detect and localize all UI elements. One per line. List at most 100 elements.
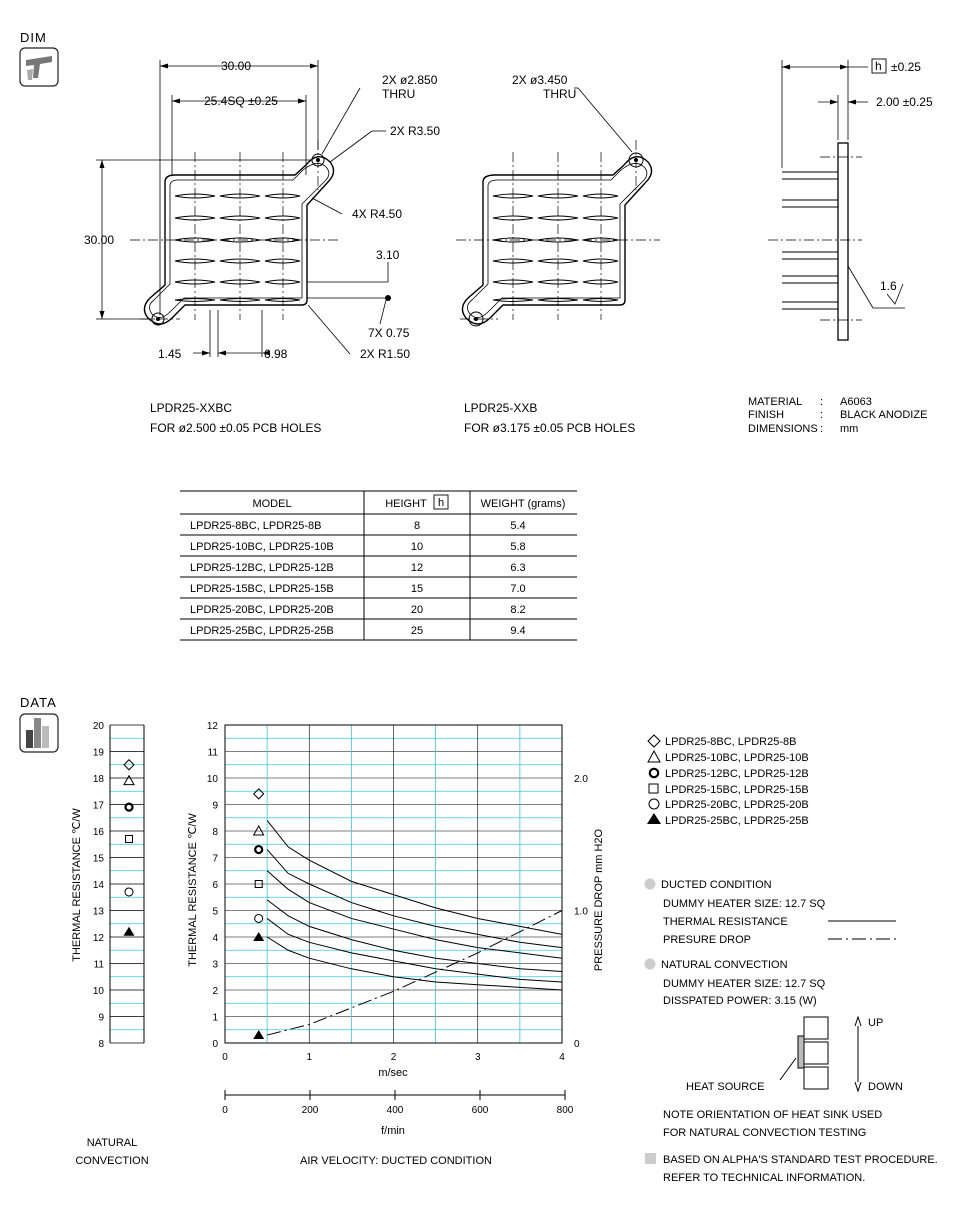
nc-tick-label: 19 xyxy=(93,748,105,759)
dc-y2-tick-label: 0 xyxy=(574,1039,580,1050)
table-cell-weight: 7.0 xyxy=(510,583,525,595)
dc-series-line xyxy=(266,918,563,983)
natural-heater: DUMMY HEATER SIZE: 12.7 SQ xyxy=(663,978,826,990)
circle-marker xyxy=(254,913,264,923)
dim-section: DIM xyxy=(19,30,59,87)
nc-markers xyxy=(123,759,135,936)
hole-note-label: 2X ø2.850 xyxy=(382,73,438,87)
bullet-square-icon xyxy=(645,1153,656,1164)
finish-sep: : xyxy=(820,409,823,421)
triangle-marker xyxy=(123,774,135,786)
dc-y-tick-label: 2 xyxy=(212,986,218,997)
filled-triangle-marker xyxy=(253,1030,265,1040)
legend-item: LPDR25-15BC, LPDR25-15B xyxy=(648,783,809,796)
nc-caption-2: CONVECTION xyxy=(75,1155,148,1167)
dc-grid xyxy=(225,724,562,1044)
dc-series-line xyxy=(266,849,563,949)
table-cell-height: 20 xyxy=(411,604,423,616)
table-cell-model: LPDR25-12BC, LPDR25-12B xyxy=(190,562,334,574)
data-section: DATA xyxy=(19,695,59,753)
part-label-xxb: LPDR25-XXB xyxy=(464,401,537,415)
part-label-xxbc: LPDR25-XXBC xyxy=(150,401,232,415)
diamond-marker xyxy=(252,788,265,800)
dc-x2-tick-label: 0 xyxy=(222,1105,228,1116)
table-cell-height: 8 xyxy=(414,520,420,532)
side-view xyxy=(768,58,905,341)
bold-circle-marker xyxy=(254,844,264,855)
drawing-xxb-labels: 2X ø3.450 THRU LPDR25-XXB FOR ø3.175 ±0.… xyxy=(464,73,635,435)
dissipated-power: DISSPATED POWER: 3.15 (W) xyxy=(663,995,817,1007)
dc-series-line xyxy=(266,820,563,935)
drawing-xxbc xyxy=(96,60,391,357)
dc-series-line xyxy=(266,899,563,972)
orientation-note-1: NOTE ORIENTATION OF HEAT SINK USED xyxy=(663,1109,882,1121)
dc-x-axis-label: m/sec xyxy=(378,1067,408,1079)
hole-thru-label-2: THRU xyxy=(543,87,576,101)
dc-x-tick-label: 2 xyxy=(391,1052,397,1063)
d145-label: 1.45 xyxy=(158,347,182,361)
legend-label: LPDR25-15BC, LPDR25-15B xyxy=(665,784,809,796)
nc-tick-label: 15 xyxy=(93,854,105,865)
square-marker xyxy=(125,834,133,843)
legend-label: LPDR25-10BC, LPDR25-10B xyxy=(665,752,809,764)
legend-item: LPDR25-12BC, LPDR25-12B xyxy=(648,767,809,780)
up-label: UP xyxy=(868,1017,883,1029)
dc-x2-tick-label: 800 xyxy=(557,1105,574,1116)
square-marker xyxy=(254,880,263,888)
table-cell-weight: 8.2 xyxy=(510,604,525,616)
bullet-dot-icon xyxy=(644,878,656,890)
nc-caption-1: NATURAL xyxy=(87,1137,138,1149)
heat-source-label: HEAT SOURCE xyxy=(686,1081,764,1093)
d698-label: 6.98 xyxy=(264,347,288,361)
material-sep: : xyxy=(820,396,823,408)
square-marker-icon xyxy=(648,783,659,794)
ducted-title: DUCTED CONDITION xyxy=(661,879,772,891)
drawing-xxb xyxy=(456,87,660,327)
dc-y-tick-label: 12 xyxy=(207,721,219,732)
h-box-label: h xyxy=(875,59,882,73)
caliper-icon xyxy=(19,47,59,87)
nc-tick-label: 10 xyxy=(93,986,105,997)
standard-note-2: REFER TO TECHNICAL INFORMATION. xyxy=(663,1172,865,1184)
circle-marker xyxy=(124,887,134,897)
standard-note-1: BASED ON ALPHA'S STANDARD TEST PROCEDURE… xyxy=(663,1154,938,1166)
table-header-weight: WEIGHT (grams) xyxy=(481,498,566,510)
hole-thru-label: THRU xyxy=(382,87,415,101)
dc-caption: AIR VELOCITY: DUCTED CONDITION xyxy=(300,1155,492,1167)
d310-label: 3.10 xyxy=(376,248,400,262)
r450-label: 4X R4.50 xyxy=(352,207,402,221)
nc-tick-label: 11 xyxy=(94,960,105,971)
down-label: DOWN xyxy=(868,1081,903,1093)
legend-label: LPDR25-12BC, LPDR25-12B xyxy=(665,768,809,780)
dc-y-tick-label: 3 xyxy=(212,960,218,971)
table-cell-model: LPDR25-8BC, LPDR25-8B xyxy=(190,520,321,532)
dc-x-tick-label: 3 xyxy=(475,1052,481,1063)
orientation-diagram xyxy=(779,1015,862,1093)
dc-x-tick-label: 1 xyxy=(306,1052,312,1063)
circle-marker-icon xyxy=(648,798,660,810)
dc-y-tick-label: 8 xyxy=(212,827,218,838)
table-cell-height: 12 xyxy=(411,562,423,574)
bold-circle-marker xyxy=(124,802,134,812)
triangle-marker xyxy=(252,824,265,836)
dc-series xyxy=(252,788,563,1040)
diamond-marker xyxy=(123,759,135,771)
dc-y-tick-label: 9 xyxy=(212,801,218,812)
dc-y-tick-label: 11 xyxy=(208,748,219,759)
dc-y2-tick-label: 1.0 xyxy=(574,907,588,918)
legend-item: LPDR25-20BC, LPDR25-20B xyxy=(648,798,809,811)
table-cell-weight: 5.4 xyxy=(510,520,525,532)
nc-tick-label: 16 xyxy=(93,827,105,838)
bar-chart-icon xyxy=(19,713,59,753)
dim-height-label: 30.00 xyxy=(84,233,114,247)
nc-tick-label: 14 xyxy=(93,880,105,891)
diamond-marker-icon xyxy=(647,734,661,748)
legend-label: LPDR25-25BC, LPDR25-25B xyxy=(665,815,809,827)
bold-circle-marker-icon xyxy=(648,767,660,779)
nc-grid xyxy=(110,724,144,1044)
nc-tick-label: 13 xyxy=(93,907,105,918)
